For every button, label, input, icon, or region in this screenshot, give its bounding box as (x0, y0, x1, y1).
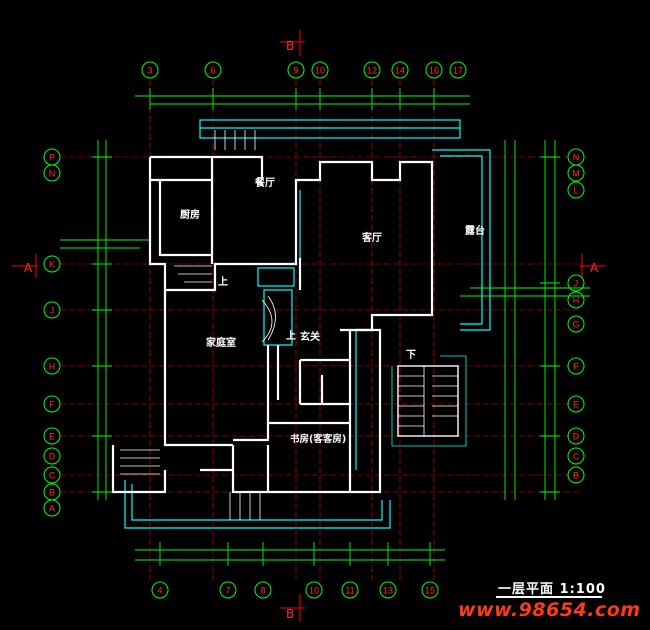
grid-bubble-left: P (49, 153, 55, 163)
grid-bubble-right: H (573, 296, 580, 306)
grid-bubble-left: J (50, 306, 55, 316)
room-label-living: 客厅 (361, 231, 382, 244)
grid-bubble-top-circle (363, 61, 381, 79)
grid-bubble-top-circle (141, 61, 159, 79)
grid-bubble-bottom-circle (305, 581, 323, 599)
grid-bubble-left-circle (43, 447, 61, 465)
stair-down-label: 下 (406, 349, 416, 361)
grid-bubble-right: B (573, 471, 579, 481)
grid-bubble-right-circle (567, 466, 585, 484)
grid-bubble-left-circle (43, 255, 61, 273)
grid-bubble-right: L (573, 186, 578, 196)
grid-bubble-right: M (572, 169, 580, 179)
grid-bubble-top-circle (287, 61, 305, 79)
room-label-kitchen: 厨房 (180, 208, 200, 221)
grid-bubble-left: F (49, 400, 55, 410)
grid-bubble-bottom-circle (151, 581, 169, 599)
grid-bubble-right: E (573, 400, 579, 410)
grid-bubble-top-circle (391, 61, 409, 79)
room-label-terrace: 露台 (465, 224, 485, 237)
section-label-a-right: A (590, 261, 599, 275)
grid-bubble-left: E (49, 432, 55, 442)
section-label-a-left: A (24, 261, 33, 275)
grid-bubble-top: 10 (315, 66, 325, 76)
grid-bubble-top: 6 (210, 66, 215, 76)
title-underline (496, 596, 602, 598)
grid-bubble-top-circle (449, 61, 467, 79)
grid-bubble-bottom: 11 (345, 586, 354, 596)
room-labels: 厨房 餐厅 客厅 露台 家庭室 玄关 书房(客客房) 上 上 下 (180, 176, 485, 445)
grid-bubble-left-circle (43, 357, 61, 375)
stair-up-label-1: 上 (218, 275, 228, 288)
room-label-dining: 餐厅 (254, 176, 275, 189)
grid-bubble-left-circle (43, 466, 61, 484)
grid-bubble-top: 14 (395, 66, 405, 76)
grid-bubble-top: 17 (453, 66, 463, 76)
axis-lines (60, 80, 580, 580)
grid-bubble-right-circle (567, 427, 585, 445)
grid-bubble-left-circle (43, 395, 61, 413)
grid-bubble-left: B (49, 488, 55, 498)
grid-bubble-left: C (49, 471, 56, 481)
grid-bubble-bottom-circle (254, 581, 272, 599)
watermark: www.98654.com (458, 599, 641, 621)
grid-bubble-bottom-circle (421, 581, 439, 599)
section-label-b-top: B (286, 39, 294, 53)
grid-bubble-left: H (49, 362, 56, 372)
grid-bubble-bottom: 7 (225, 586, 230, 596)
walls (111, 155, 434, 494)
grid-bubble-bottom: 15 (425, 586, 435, 596)
grid-bubble-left: N (49, 169, 56, 179)
grid-bubble-bottom: 4 (157, 586, 162, 596)
grid-bubble-left: K (49, 260, 55, 270)
grid-bubble-bottom: 13 (383, 586, 393, 596)
grid-bubble-left: D (49, 452, 56, 462)
grid-bubble-right-circle (567, 164, 585, 182)
grid-bubble-right: F (573, 362, 579, 372)
grid-bubble-bottom: 8 (260, 586, 265, 596)
grid-bubble-top: 12 (367, 66, 377, 76)
grid-bubble-left: A (49, 504, 55, 514)
drawing-title: 一层平面 1:100 (498, 582, 606, 597)
grid-bubble-right-circle (567, 357, 585, 375)
room-label-study: 书房(客客房) (290, 433, 346, 445)
section-label-b-bottom: B (286, 607, 294, 621)
grid-bubble-right-circle (567, 274, 585, 292)
grid-bubble-bottom-circle (341, 581, 359, 599)
stair-up-label-2: 上 (286, 329, 296, 342)
room-label-family: 家庭室 (206, 336, 236, 349)
grid-bubble-top-circle (311, 61, 329, 79)
grid-bubble-left-circle (43, 164, 61, 182)
grid-bubble-right: G (572, 320, 579, 330)
grid-bubble-bottom: 10 (309, 586, 319, 596)
grid-bubble-right-circle (567, 315, 585, 333)
grid-bubble-right: N (573, 153, 580, 163)
grid-bubble-left-circle (43, 301, 61, 319)
window-lines (124, 119, 491, 529)
grid-bubble-top: 9 (293, 66, 298, 76)
grid-bubble-right-circle (567, 447, 585, 465)
room-label-foyer: 玄关 (300, 330, 320, 343)
grid-bubble-bottom-circle (219, 581, 237, 599)
grid-bubble-left-circle (43, 427, 61, 445)
grid-bubble-bottom-circle (379, 581, 397, 599)
dimension-lines (60, 88, 590, 566)
grid-bubble-right-circle (567, 181, 585, 199)
grid-bubble-left-circle (43, 499, 61, 517)
grid-bubble-top: 16 (429, 66, 439, 76)
grid-bubble-right-circle (567, 395, 585, 413)
stairs (120, 130, 467, 520)
grid-bubble-top: 3 (147, 66, 152, 76)
grid-bubble-right: J (574, 279, 579, 289)
grid-bubble-right: C (573, 452, 580, 462)
grid-bubble-top-circle (204, 61, 222, 79)
grid-bubble-right: D (573, 432, 580, 442)
grid-bubble-top-circle (425, 61, 443, 79)
grid-bubble-right-circle (567, 291, 585, 309)
section-markers: B B A A (12, 30, 606, 622)
